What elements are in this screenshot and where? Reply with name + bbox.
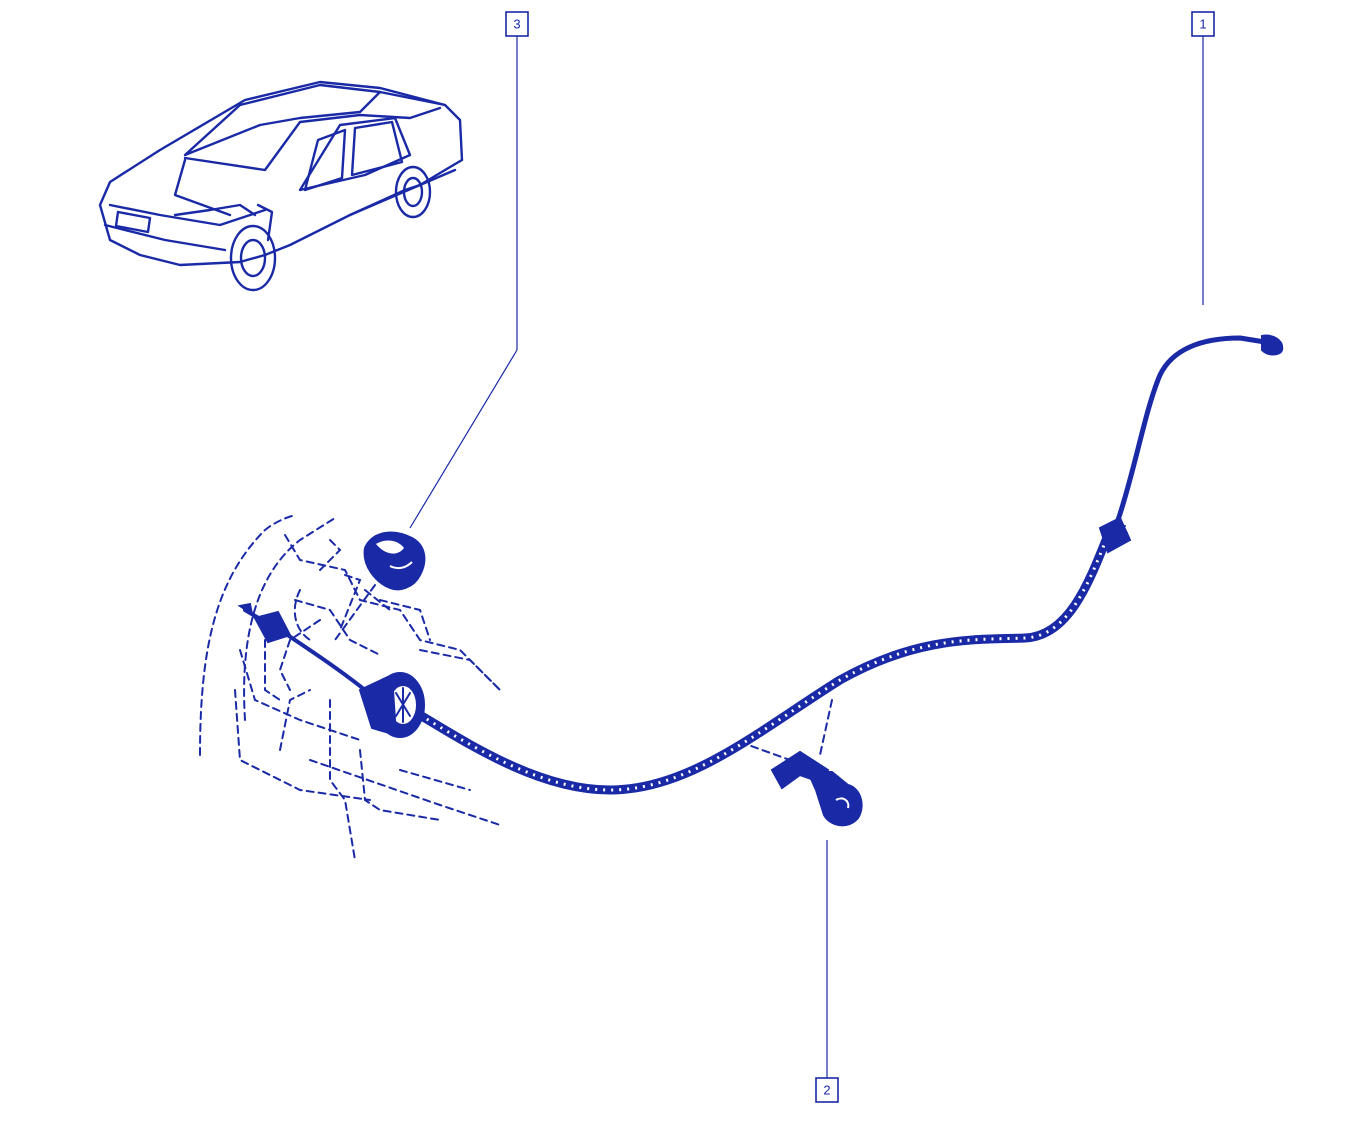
cable-assembly-part-1 xyxy=(237,334,1284,795)
leader-line-3-diagonal xyxy=(409,349,518,529)
cable-end-cap-part-3 xyxy=(334,531,426,641)
clip-bracket-part-2 xyxy=(739,699,863,827)
callout-label-3: 3 xyxy=(513,17,520,32)
dashed-body-structure xyxy=(199,514,501,861)
callout-label-1: 1 xyxy=(1199,17,1206,32)
callout-label-2: 2 xyxy=(823,1083,830,1098)
car-overview-illustration xyxy=(98,80,464,292)
callout-2: 2 xyxy=(815,1077,839,1103)
callout-3: 3 xyxy=(505,11,529,37)
callout-1: 1 xyxy=(1191,11,1215,37)
